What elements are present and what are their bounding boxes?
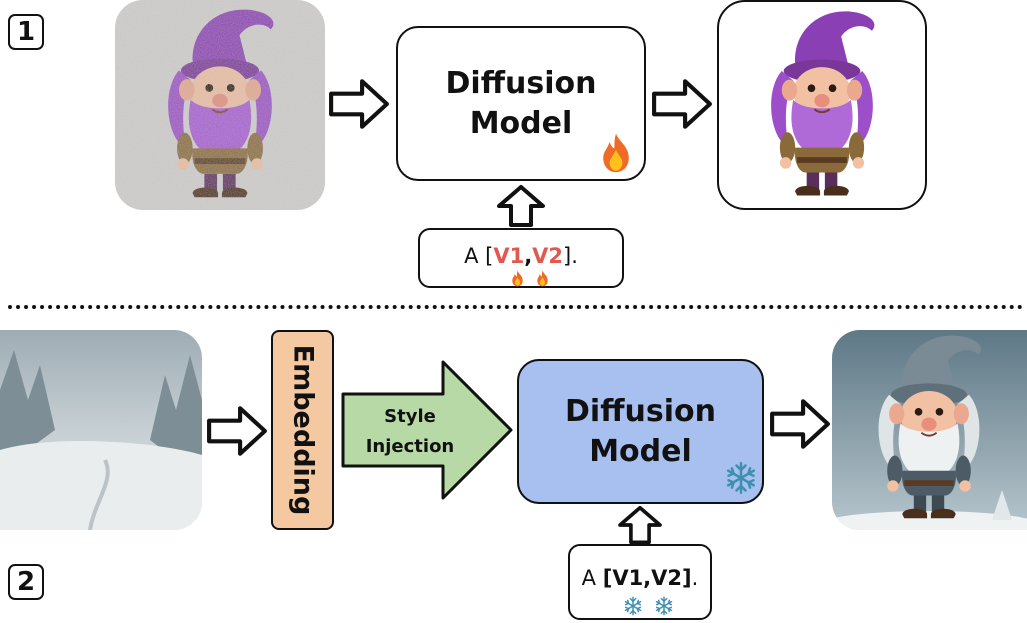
- style-injection-line2: Injection: [365, 436, 455, 457]
- prompt1-prefix: A [: [464, 244, 494, 268]
- model2-title-line2: Model: [589, 433, 692, 469]
- step-1-badge: 1: [8, 14, 44, 50]
- model2-title-line1: Diffusion: [565, 393, 716, 429]
- output-image-2: [832, 330, 1027, 530]
- fire-icon: [511, 270, 524, 287]
- noisy-input-image: [115, 0, 325, 210]
- model1-title-line2: Model: [469, 105, 573, 141]
- prompt2-tokens: [V1,V2]: [602, 566, 692, 590]
- prompt-1: A [V1,V2].: [418, 228, 624, 288]
- prompt1-token-v2: V2: [532, 244, 564, 268]
- prompt-2: A [V1,V2].: [568, 544, 712, 620]
- prompt1-comma: ,: [524, 244, 533, 268]
- snowflake-icon: [654, 596, 674, 616]
- step-2-number: 2: [16, 567, 36, 597]
- embedding-label: Embedding: [287, 344, 318, 516]
- style-reference-image: [0, 330, 202, 530]
- diffusion-model-frozen: Diffusion Model: [517, 359, 764, 504]
- prompt1-token-v1: V1: [493, 244, 525, 268]
- style-injection-line1: Style: [384, 406, 436, 427]
- prompt2-prefix: A: [581, 566, 603, 590]
- step-2-badge: 2: [8, 564, 44, 600]
- prompt1-suffix: ].: [563, 244, 578, 268]
- arrow-right-icon: [769, 398, 831, 450]
- arrow-right-icon: [206, 405, 268, 457]
- embedding-block: Embedding: [271, 330, 334, 530]
- model2-fill: [517, 359, 764, 504]
- model1-title-line1: Diffusion: [445, 65, 597, 101]
- output-image-1: [717, 0, 927, 210]
- arrow-up-icon: [495, 184, 547, 228]
- arrow-right-icon: [651, 78, 713, 130]
- section-divider: [8, 305, 1023, 309]
- arrow-right-icon: [328, 78, 390, 130]
- diffusion-model-trainable: Diffusion Model: [396, 26, 646, 181]
- style-injection-arrow: Style Injection: [340, 358, 515, 503]
- fire-icon: [536, 270, 549, 287]
- snowflake-icon: [724, 461, 758, 495]
- snowflake-icon: [623, 596, 643, 616]
- step-1-number: 1: [16, 17, 36, 47]
- prompt2-suffix: .: [691, 566, 699, 590]
- arrow-up-icon: [617, 505, 663, 545]
- fire-icon: [600, 132, 632, 174]
